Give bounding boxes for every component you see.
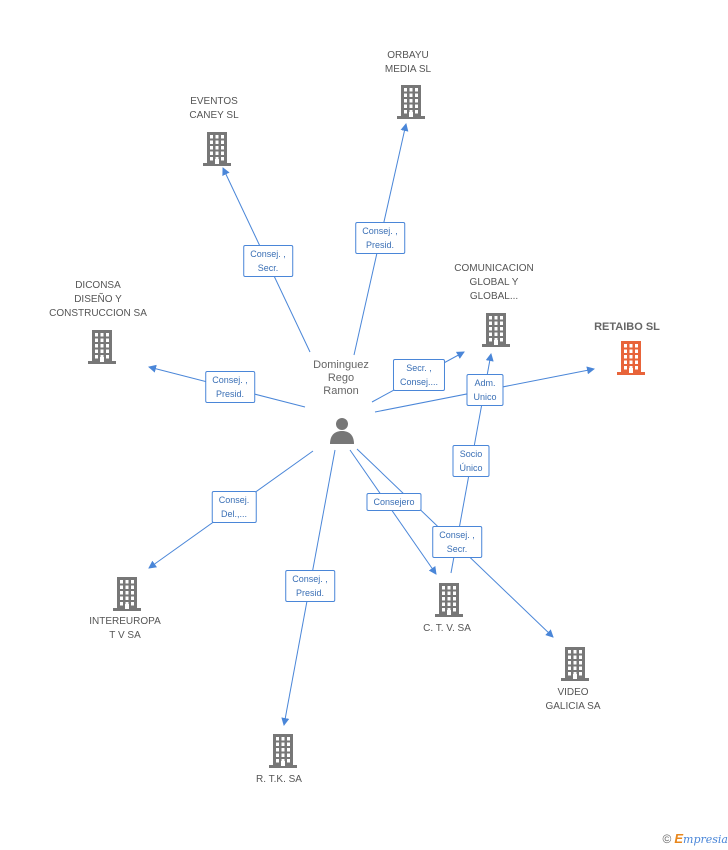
edge-label-line: Secr. , xyxy=(406,363,432,373)
company-label-line: MEDIA SL xyxy=(384,64,432,75)
building-icon-diconsa[interactable] xyxy=(86,328,118,364)
person-label-line: Ramon xyxy=(323,385,359,397)
company-label-intereuropa[interactable]: INTEREUROPA T V SA xyxy=(89,615,161,643)
company-label-line: RETAIBO SL xyxy=(594,321,660,333)
person-label-line: Dominguez xyxy=(313,359,369,371)
company-label-line: CANEY SL xyxy=(189,110,239,121)
company-label-diconsa[interactable]: DICONSA DISEÑO Y CONSTRUCCION SA xyxy=(49,279,147,321)
company-label-line: GALICIA SA xyxy=(545,701,601,712)
footer-brand: © Empresia xyxy=(662,831,728,846)
edge-label-person-ctv[interactable]: Consejero xyxy=(366,493,422,511)
company-label-line: COMUNICACION xyxy=(454,263,534,274)
brand-logo-e: E xyxy=(674,831,684,846)
company-label-line: ORBAYU xyxy=(387,50,429,61)
edge-label-person-intereuropa[interactable]: Consej. Del.,... xyxy=(211,491,257,523)
company-label-video[interactable]: VIDEO GALICIA SA xyxy=(545,686,600,714)
company-label-line: DISEÑO Y xyxy=(74,294,122,305)
building-icon-video[interactable] xyxy=(559,645,591,681)
company-label-eventos[interactable]: EVENTOS CANEY SL xyxy=(189,95,238,123)
building-icon-orbayu[interactable] xyxy=(395,83,427,119)
edge-label-line: Consej. xyxy=(218,495,250,505)
company-label-line: T V SA xyxy=(109,630,141,641)
edge-label-line: Unico xyxy=(473,392,497,402)
company-label-line: INTEREUROPA xyxy=(89,616,161,627)
edge-label-person-orbayu[interactable]: Consej. , Presid. xyxy=(355,222,405,254)
copyright-icon: © xyxy=(662,832,672,846)
edge-label-line: Consej. , xyxy=(292,574,328,584)
company-label-line: C. T. V. SA xyxy=(423,623,471,634)
edge-label-person-retaibo[interactable]: Adm. Unico xyxy=(466,374,504,406)
edge-label-line: Consejero xyxy=(373,497,415,507)
building-icon-retaibo[interactable] xyxy=(615,339,647,375)
edge-label-line: Consej. , xyxy=(250,249,286,259)
edge-label-line: Presid. xyxy=(295,588,324,598)
edge-label-person-rtk[interactable]: Consej. , Presid. xyxy=(285,570,335,602)
company-label-line: VIDEO xyxy=(557,687,589,698)
person-label-line: Rego xyxy=(327,372,355,384)
edge-label-line: Consej. , xyxy=(362,226,398,236)
edge-label-line: Consej. , xyxy=(212,375,248,385)
edge-label-line: Consej.... xyxy=(399,377,439,387)
edge-label-person-eventos[interactable]: Consej. , Secr. xyxy=(243,245,293,277)
company-label-line: R. T.K. SA xyxy=(256,774,302,785)
company-label-line: DICONSA xyxy=(75,280,121,291)
company-label-ctv[interactable]: C. T. V. SA xyxy=(423,622,471,636)
person-icon[interactable] xyxy=(328,416,356,444)
company-label-line: GLOBAL... xyxy=(469,291,519,302)
company-label-line: EVENTOS xyxy=(190,96,238,107)
edge-person-ctv xyxy=(349,449,437,575)
building-icon-eventos[interactable] xyxy=(201,130,233,166)
building-icon-ctv[interactable] xyxy=(433,581,465,617)
edge-label-line: Del.,... xyxy=(220,509,248,519)
edge-label-line: Único xyxy=(459,463,483,473)
edge-label-person-comunicacion[interactable]: Secr. , Consej.... xyxy=(392,359,446,391)
company-label-orbayu[interactable]: ORBAYU MEDIA SL xyxy=(385,49,431,77)
edge-label-line: Presid. xyxy=(215,389,244,399)
edge-label-line: Consej. , xyxy=(439,530,475,540)
company-label-line: CONSTRUCCION SA xyxy=(49,308,147,319)
building-icon-comunicacion[interactable] xyxy=(480,311,512,347)
edge-label-person-video[interactable]: Consej. , Secr. xyxy=(432,526,482,558)
edge-label-line: Socio xyxy=(459,449,483,459)
edge-label-person-diconsa[interactable]: Consej. , Presid. xyxy=(205,371,255,403)
building-icon-rtk[interactable] xyxy=(267,732,299,768)
company-label-line: GLOBAL Y xyxy=(469,277,519,288)
edge-label-line: Adm. xyxy=(474,378,496,388)
edge-label-line: Presid. xyxy=(365,240,394,250)
building-icon-intereuropa[interactable] xyxy=(111,575,143,611)
brand-name: mpresia xyxy=(683,833,728,846)
edge-label-line: Secr. xyxy=(257,263,279,273)
edge-label-line: Secr. xyxy=(446,544,468,554)
company-label-rtk[interactable]: R. T.K. SA xyxy=(256,773,302,787)
company-label-retaibo[interactable]: RETAIBO SL xyxy=(594,320,660,334)
company-label-comunicacion[interactable]: COMUNICACION GLOBAL Y GLOBAL... xyxy=(454,262,533,304)
